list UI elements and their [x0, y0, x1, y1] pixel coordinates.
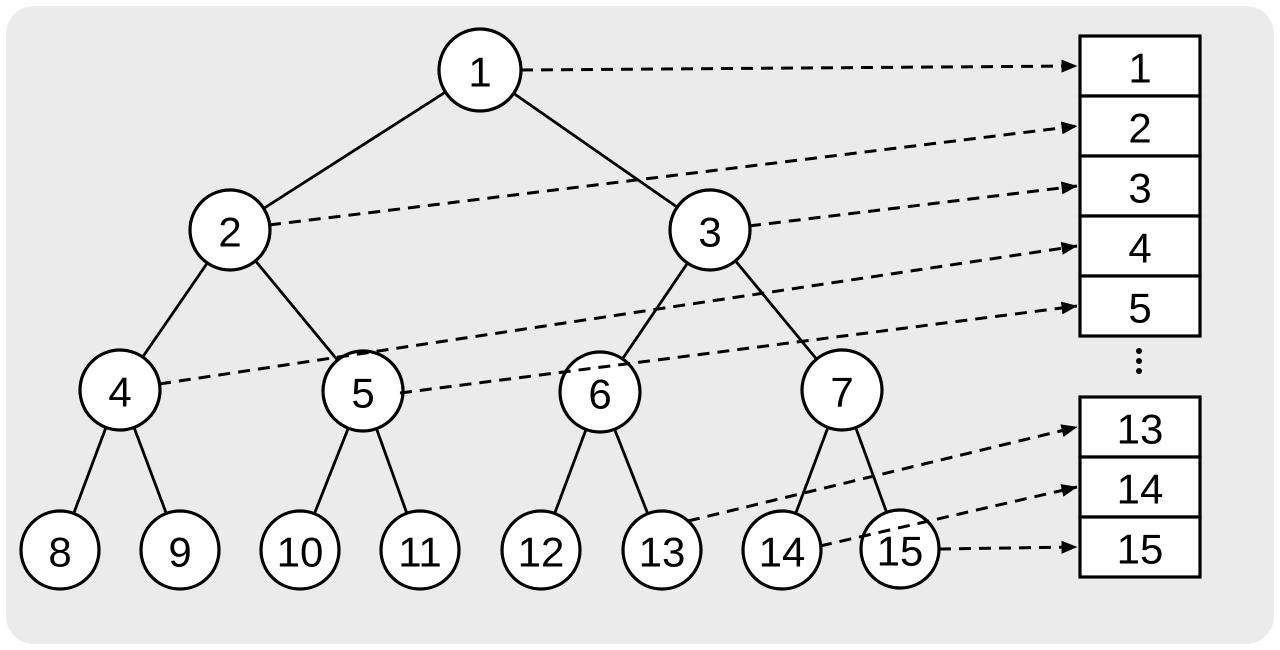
- tree-node-2: 2: [188, 188, 272, 272]
- cell-rect: [1078, 515, 1202, 579]
- tree-node-15: 15: [859, 508, 941, 590]
- node-circle: [321, 349, 405, 433]
- ellipsis-dot: [1136, 368, 1142, 374]
- node-circle: [139, 509, 221, 591]
- cell-label: 4: [1128, 225, 1151, 272]
- node-circle: [259, 509, 341, 591]
- array-column: 1 2 3 4 5 13 14: [1078, 34, 1202, 579]
- ellipsis-dot: [1136, 358, 1142, 364]
- node-circle: [500, 509, 582, 591]
- arrow-node4-to-cell4: [158, 241, 1078, 386]
- node-circle: [188, 188, 272, 272]
- cell-rect: [1078, 455, 1202, 519]
- array-ellipsis-icon: [1136, 348, 1142, 374]
- tree-node-1: 1: [437, 27, 523, 113]
- cell-rect: [1078, 274, 1202, 338]
- node-circle: [558, 350, 642, 434]
- tree-nodes: 1 2 3 4 5 6 7 8: [19, 27, 941, 591]
- array-cell-1: 1: [1078, 34, 1202, 98]
- arrow-node15-to-cell15: [938, 540, 1078, 554]
- node-circle: [668, 188, 752, 272]
- tree-node-6: 6: [558, 350, 642, 434]
- node-label: 7: [830, 369, 853, 416]
- tree-node-3: 3: [668, 188, 752, 272]
- cell-label: 14: [1117, 466, 1164, 513]
- cell-label: 2: [1128, 105, 1151, 152]
- cell-label: 3: [1128, 165, 1151, 212]
- cell-rect: [1078, 214, 1202, 278]
- tree-node-10: 10: [259, 509, 341, 591]
- tree-node-13: 13: [621, 509, 703, 591]
- tree-node-12: 12: [500, 509, 582, 591]
- tree-node-14: 14: [741, 509, 823, 591]
- ellipsis-dot: [1136, 348, 1142, 354]
- cell-label: 1: [1128, 45, 1151, 92]
- node-circle: [19, 509, 101, 591]
- node-label: 13: [639, 529, 686, 576]
- cell-label: 5: [1128, 285, 1151, 332]
- node-label: 14: [759, 529, 806, 576]
- cell-rect: [1078, 34, 1202, 98]
- arrow-node1-to-cell1: [520, 59, 1078, 73]
- array-cell-4: 4: [1078, 214, 1202, 278]
- node-label: 9: [168, 529, 191, 576]
- node-label: 4: [108, 369, 131, 416]
- arrow-node3-to-cell3: [748, 181, 1078, 228]
- arrow-node13-to-cell13: [687, 424, 1078, 523]
- tree-node-11: 11: [379, 509, 461, 591]
- tree-node-8: 8: [19, 509, 101, 591]
- node-label: 8: [48, 529, 71, 576]
- node-label: 1: [468, 49, 491, 96]
- array-cell-13: 13: [1078, 395, 1202, 459]
- array-cell-3: 3: [1078, 154, 1202, 218]
- array-cell-15: 15: [1078, 515, 1202, 579]
- node-label: 12: [518, 529, 565, 576]
- node-circle: [741, 509, 823, 591]
- node-circle: [379, 509, 461, 591]
- node-circle: [78, 348, 162, 432]
- cell-label: 15: [1117, 526, 1164, 573]
- node-label: 3: [698, 209, 721, 256]
- node-label: 6: [588, 371, 611, 418]
- arrow-node2-to-cell2: [268, 121, 1078, 227]
- node-label: 11: [398, 529, 442, 576]
- node-circle: [800, 348, 884, 432]
- cell-rect: [1078, 154, 1202, 218]
- node-label: 5: [351, 370, 374, 417]
- arrow-node14-to-cell14: [819, 484, 1078, 548]
- edge-1-2: [229, 68, 481, 232]
- tree-node-9: 9: [139, 509, 221, 591]
- tree-node-7: 7: [800, 348, 884, 432]
- tree-node-4: 4: [78, 348, 162, 432]
- edge-1-3: [479, 68, 711, 232]
- cell-rect: [1078, 94, 1202, 158]
- array-cell-5: 5: [1078, 274, 1202, 338]
- cell-label: 13: [1117, 406, 1164, 453]
- node-label: 2: [218, 209, 241, 256]
- node-label: 15: [877, 528, 924, 575]
- panel-background: [6, 6, 1274, 644]
- node-circle: [621, 509, 703, 591]
- array-cell-2: 2: [1078, 94, 1202, 158]
- arrow-node5-to-cell5: [399, 301, 1078, 395]
- array-cell-14: 14: [1078, 455, 1202, 519]
- tree-node-5: 5: [321, 349, 405, 433]
- node-label: 10: [277, 529, 324, 576]
- mapping-arrows: [158, 59, 1078, 554]
